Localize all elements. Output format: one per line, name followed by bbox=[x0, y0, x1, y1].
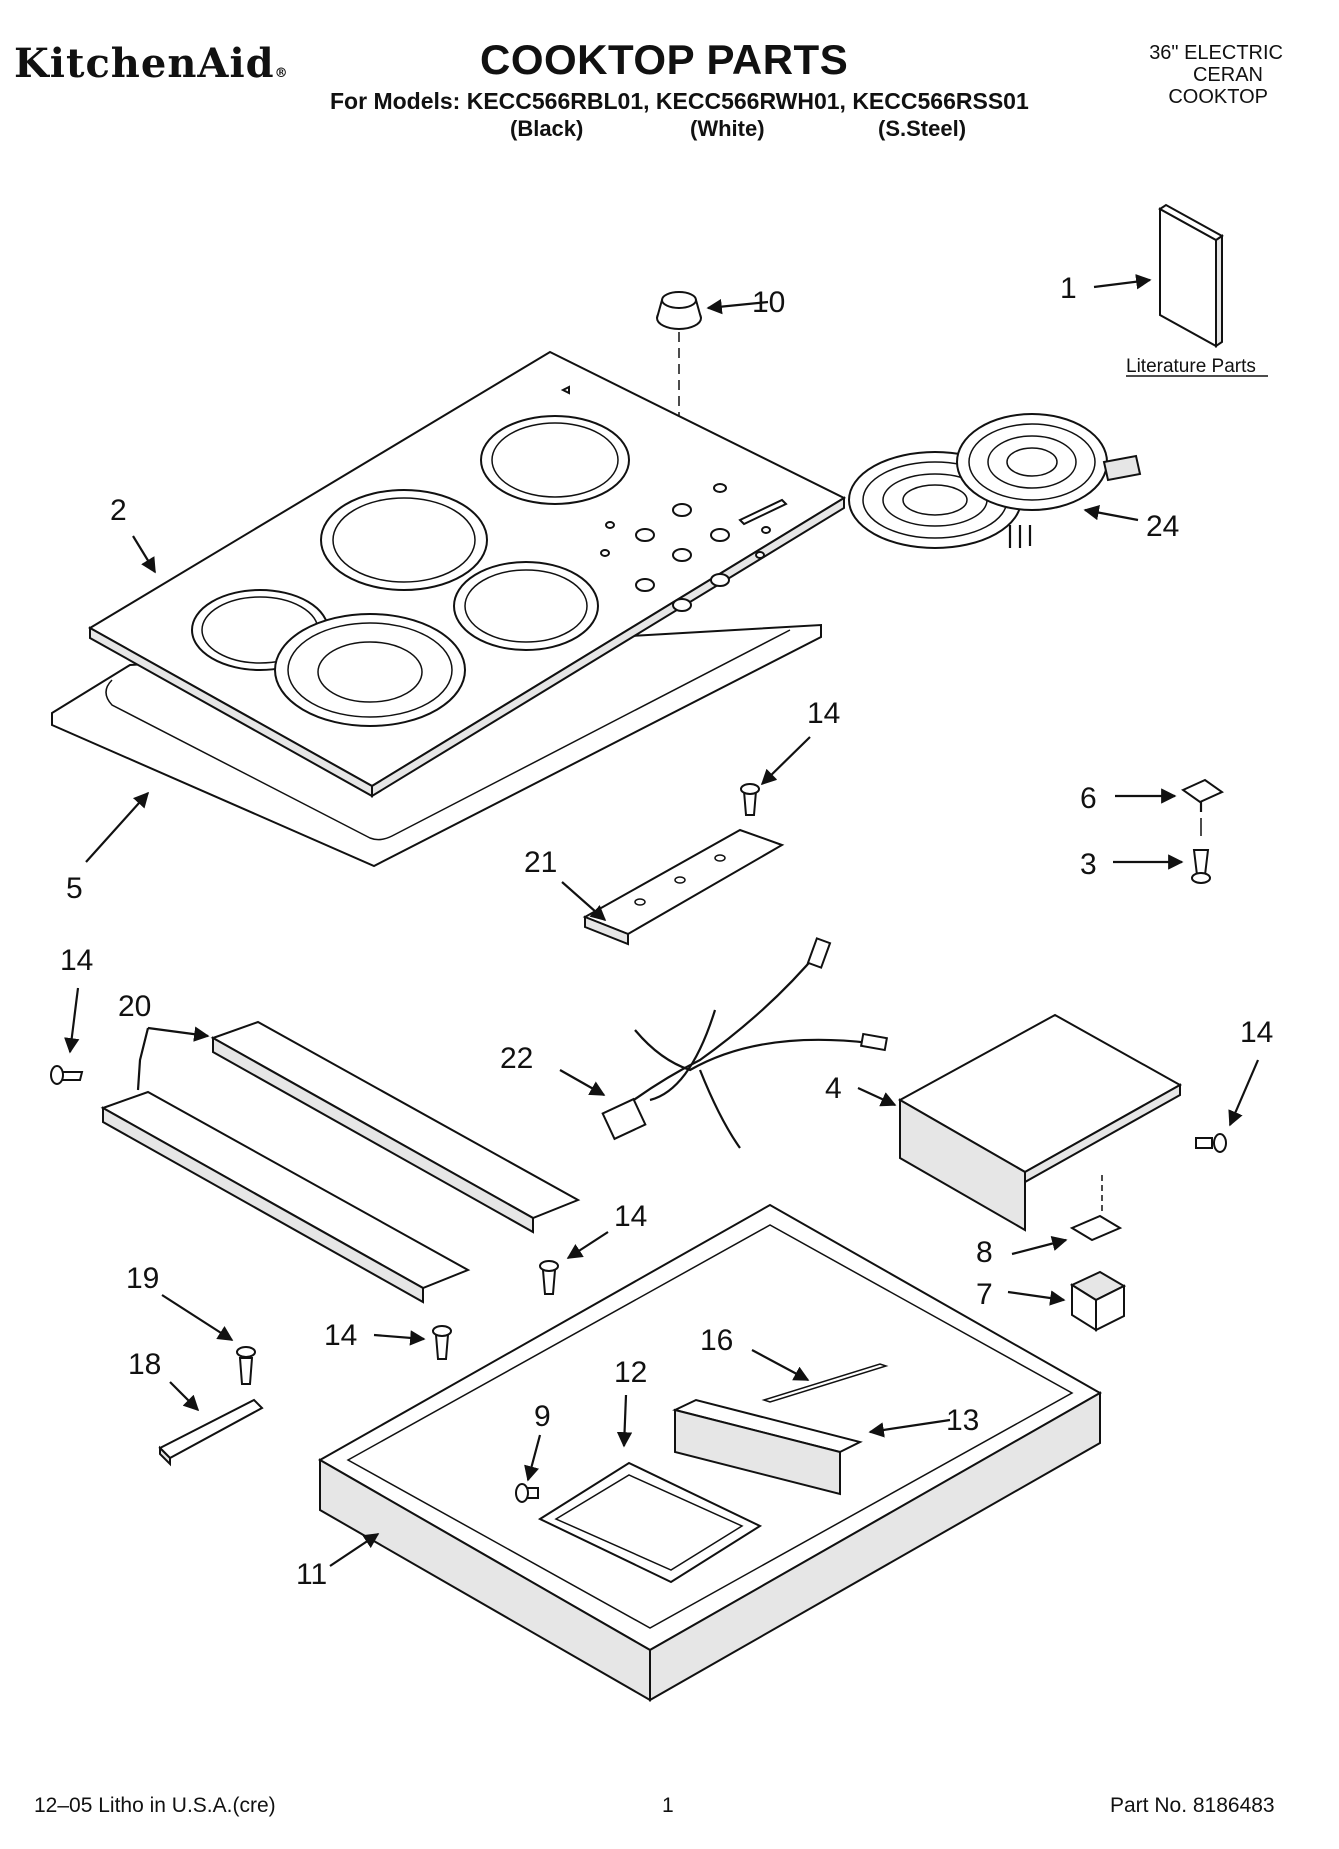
small-bracket-and-screw bbox=[158, 1346, 264, 1467]
footer-litho: 12–05 Litho in U.S.A.(cre) bbox=[34, 1794, 276, 1817]
callout-18: 18 bbox=[128, 1348, 161, 1381]
callout-14-d: 14 bbox=[614, 1200, 647, 1233]
variant-steel: (S.Steel) bbox=[878, 116, 967, 141]
page-title: COOKTOP PARTS bbox=[480, 36, 849, 83]
callout-19: 19 bbox=[126, 1262, 159, 1295]
leader-arrows bbox=[64, 274, 1260, 1567]
callout-21: 21 bbox=[524, 846, 557, 879]
callout-14-e: 14 bbox=[324, 1319, 357, 1352]
callout-7: 7 bbox=[976, 1278, 993, 1311]
footer-part-number: Part No. 8186483 bbox=[1110, 1794, 1275, 1817]
inner-brackets bbox=[537, 1363, 889, 1584]
ceran-glass-cooktop bbox=[88, 350, 847, 798]
screws bbox=[50, 783, 1227, 1503]
callout-24: 24 bbox=[1146, 510, 1179, 543]
brand-logo: KitchenAid® bbox=[14, 40, 289, 87]
literature-parts-booklet bbox=[1158, 203, 1224, 348]
variant-black: (Black) bbox=[510, 116, 584, 141]
callout-14-a: 14 bbox=[807, 697, 840, 730]
callout-16: 16 bbox=[700, 1324, 733, 1357]
callout-22: 22 bbox=[500, 1042, 533, 1075]
literature-parts-label: Literature Parts bbox=[1126, 356, 1256, 377]
callout-4: 4 bbox=[825, 1072, 842, 1105]
spec-line-1: 36" ELECTRIC bbox=[1149, 42, 1283, 64]
radiant-surface-element bbox=[848, 413, 1142, 549]
callout-9: 9 bbox=[534, 1400, 551, 1433]
models-line: For Models: KECC566RBL01, KECC566RWH01, … bbox=[330, 88, 1029, 114]
callout-12: 12 bbox=[614, 1356, 647, 1389]
spec-line-2: CERAN bbox=[1192, 64, 1263, 86]
callout-8: 8 bbox=[976, 1236, 993, 1269]
callout-13: 13 bbox=[946, 1404, 979, 1437]
brand-name: KitchenAid bbox=[14, 40, 275, 87]
callout-2: 2 bbox=[110, 494, 127, 527]
variant-white: (White) bbox=[690, 116, 765, 141]
lower-brackets bbox=[100, 1020, 581, 1304]
callout-11: 11 bbox=[296, 1558, 327, 1591]
footer-page-number: 1 bbox=[662, 1794, 674, 1817]
callout-6: 6 bbox=[1080, 782, 1097, 815]
control-board bbox=[897, 1013, 1183, 1232]
upper-bracket bbox=[582, 828, 785, 946]
callout-numbers: 1 2 5 10 24 14 21 6 3 14 20 22 4 14 14 1… bbox=[60, 272, 1273, 1591]
clip-and-screw bbox=[1180, 778, 1225, 884]
callout-14-b: 14 bbox=[60, 944, 93, 977]
callout-14-c: 14 bbox=[1240, 1016, 1273, 1049]
callout-3: 3 bbox=[1080, 848, 1097, 881]
terminal-block bbox=[1069, 1175, 1127, 1332]
callout-1: 1 bbox=[1060, 272, 1077, 305]
callout-5: 5 bbox=[66, 872, 83, 905]
wire-harness bbox=[601, 937, 889, 1149]
callout-20: 20 bbox=[118, 990, 151, 1023]
brand-registered-mark: ® bbox=[274, 66, 289, 81]
callout-10: 10 bbox=[752, 286, 785, 319]
spec-line-3: COOKTOP bbox=[1168, 86, 1268, 108]
